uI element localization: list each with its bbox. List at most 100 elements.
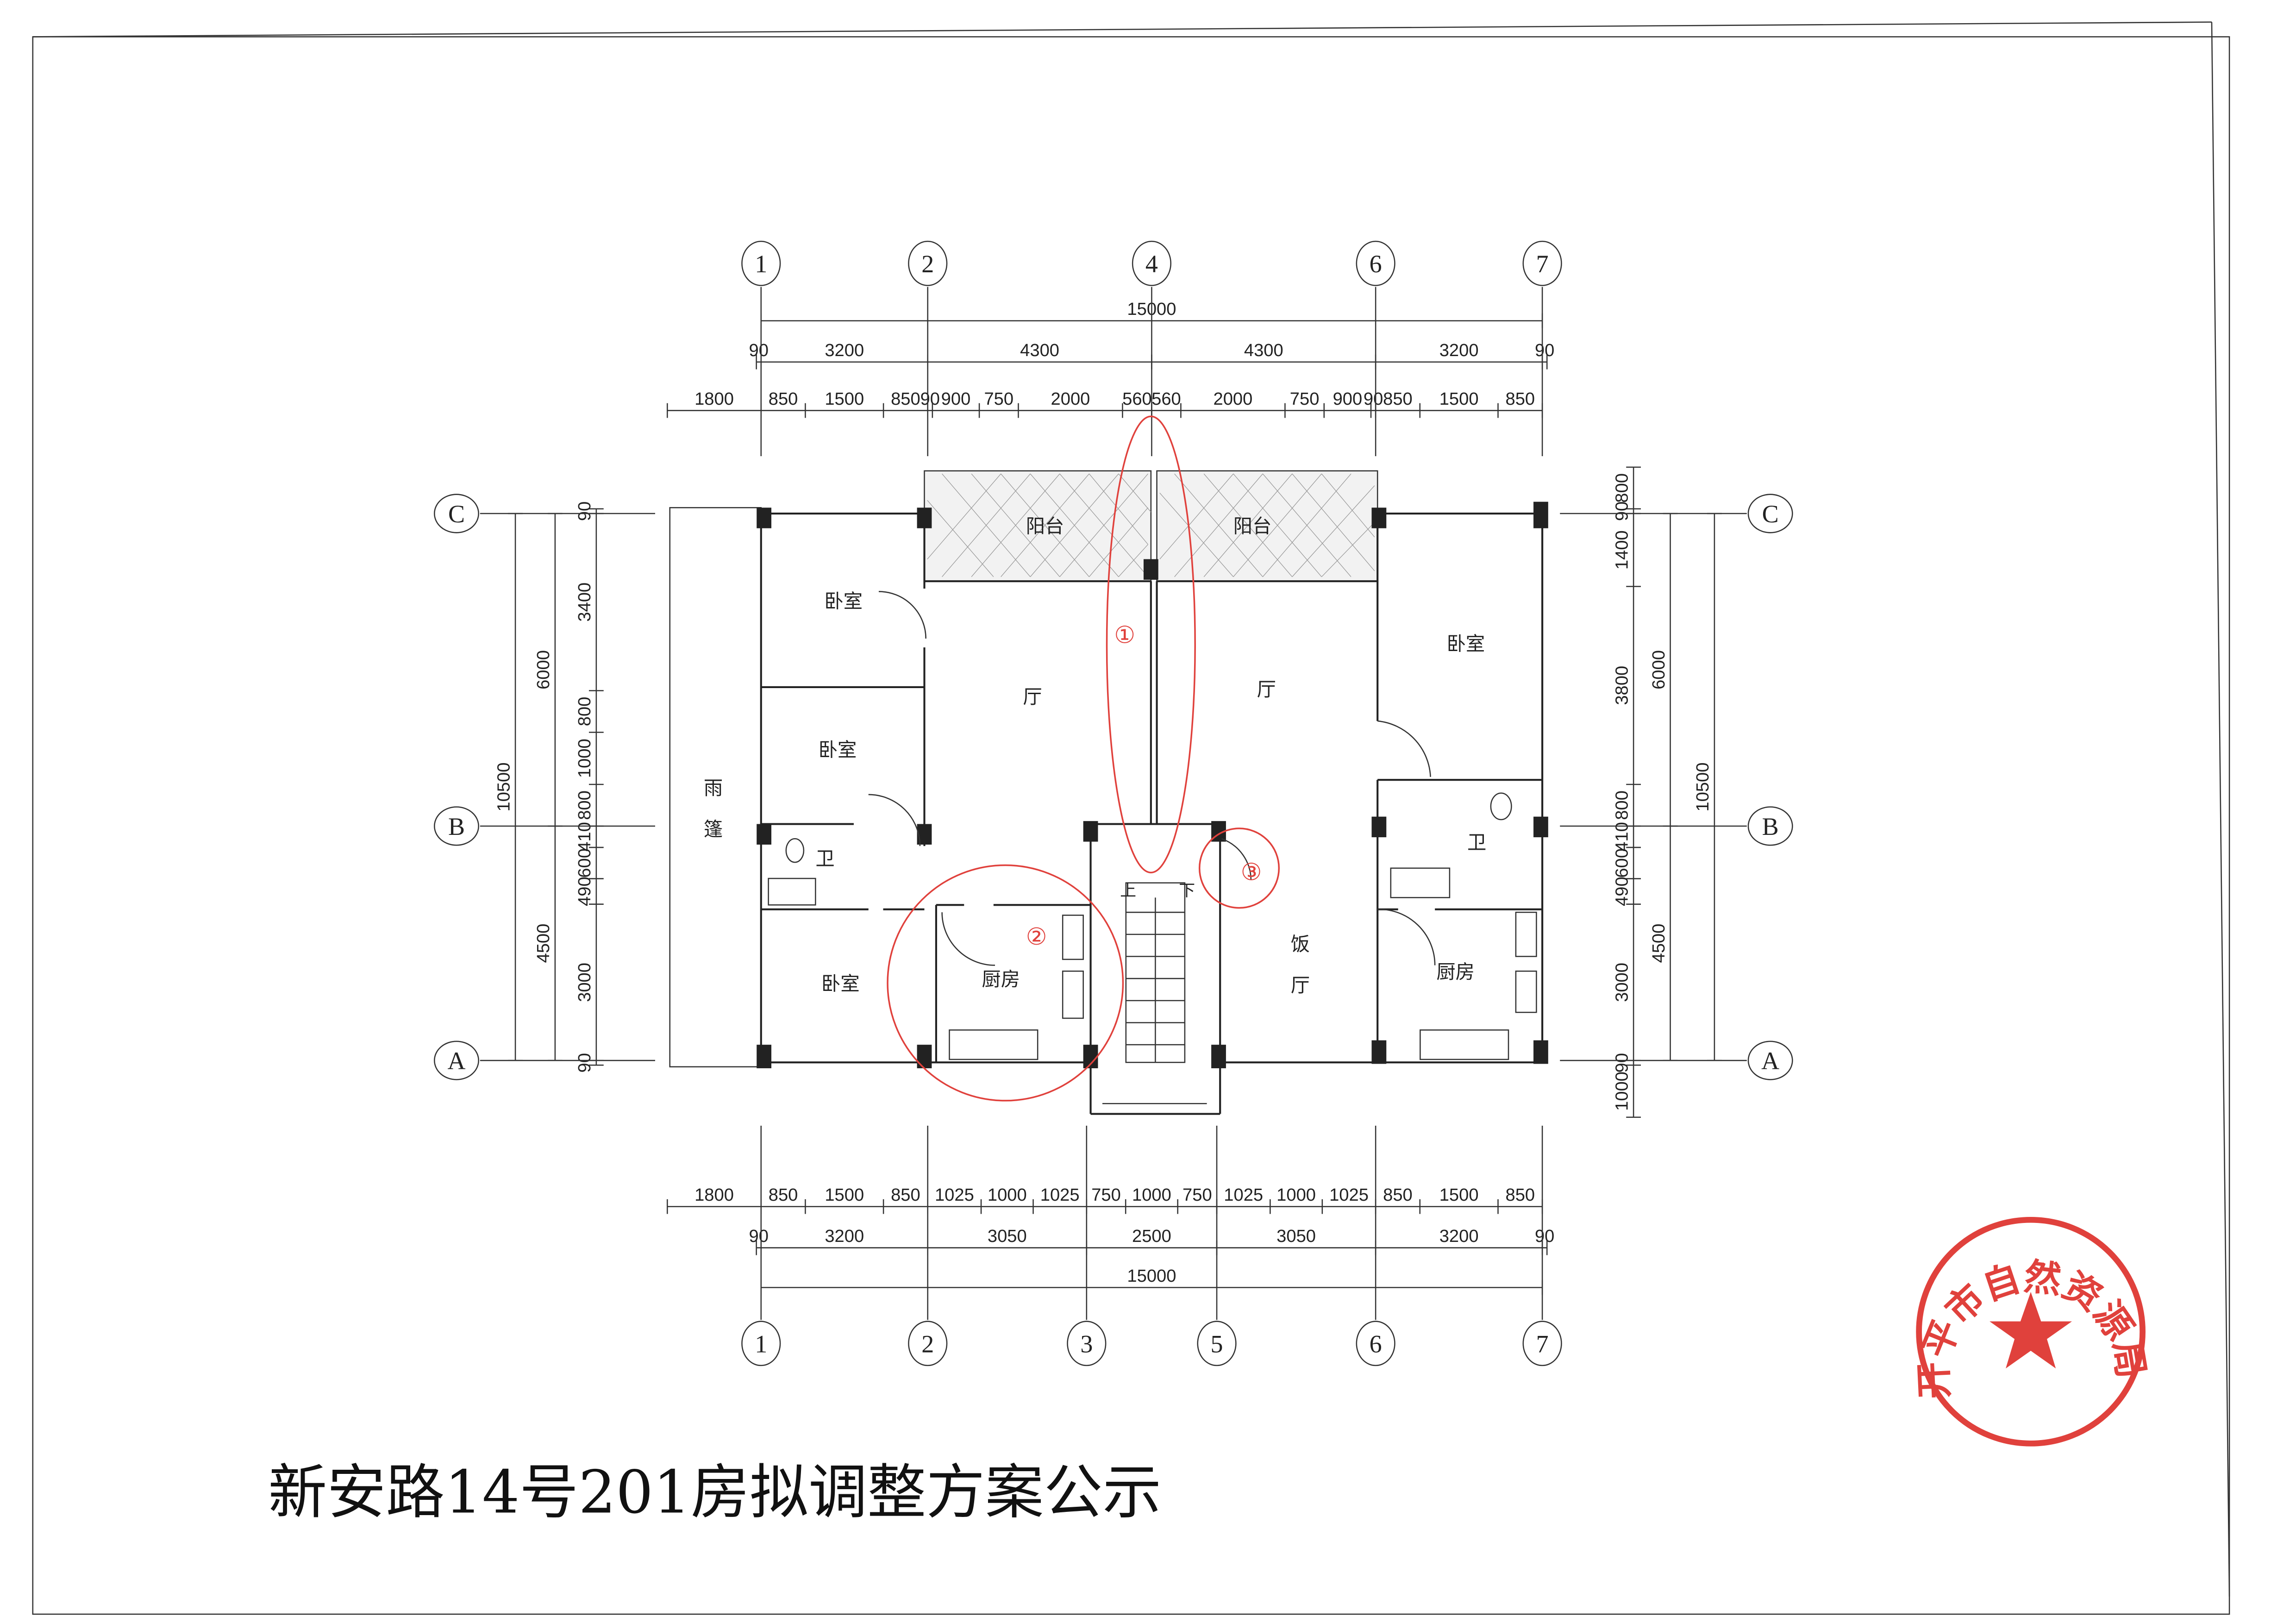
dimension-label: 90: [1612, 501, 1632, 521]
room-living-right: 厅: [1257, 678, 1276, 701]
official-stamp: 开平市自然资源局: [1911, 1216, 2154, 1447]
axis-bubble: [1522, 240, 1562, 286]
dimension-label: 850: [769, 389, 798, 409]
stair: [1102, 882, 1207, 1104]
room-canopy-1: 雨: [704, 777, 723, 799]
stair-down-label: 下: [1179, 882, 1195, 900]
dimension-label: 90: [920, 389, 940, 409]
dimension-label: 1000: [575, 739, 594, 778]
axis-label: 2: [921, 1330, 934, 1358]
dimension-label: 4300: [1244, 340, 1283, 360]
axis-bubble: [908, 1321, 948, 1366]
dimension-label: 3050: [988, 1226, 1027, 1246]
dimension-label: 1500: [1439, 1185, 1479, 1205]
axis-label: 1: [755, 1330, 767, 1358]
dimension-label: 800: [1612, 790, 1632, 820]
axis-bubble: [741, 1321, 781, 1366]
dimension-label: 90: [575, 501, 594, 521]
dimension-label: 850: [891, 1185, 920, 1205]
axis-bubble: [1067, 1321, 1107, 1366]
dimension-label: 800: [575, 790, 594, 820]
dimension-label: 750: [1182, 1185, 1212, 1205]
fixtures: [768, 792, 1537, 1060]
dimension-label: 1500: [825, 1185, 864, 1205]
axis-label: 7: [1536, 1330, 1549, 1358]
axis-label: B: [448, 813, 465, 840]
dimension-label: 800: [575, 697, 594, 727]
axis-bubble: [1522, 1321, 1562, 1366]
dimension-label: 1400: [1612, 530, 1632, 570]
dimension-label: 2000: [1051, 389, 1090, 409]
dimension-label: 800: [1612, 473, 1632, 503]
dimension-label: 560: [1122, 389, 1152, 409]
dimension-label: 1800: [694, 389, 734, 409]
axis-label: A: [1761, 1047, 1779, 1075]
dimension-label: 1025: [1329, 1185, 1369, 1205]
room-bedroom-2: 卧室: [819, 739, 857, 761]
dimension-label: 850: [1506, 389, 1535, 409]
dimension-label: 850: [1506, 1185, 1535, 1205]
axis-label: 6: [1370, 1330, 1382, 1358]
dimension-label: 1000: [1276, 1185, 1316, 1205]
dimension-label: 3200: [1439, 340, 1479, 360]
dimension-label: 2000: [1214, 389, 1253, 409]
axis-bubble: [1356, 1321, 1395, 1366]
dimension-label: 850: [769, 1185, 798, 1205]
dimension-label: 10500: [494, 763, 513, 812]
axis-label: C: [1762, 500, 1779, 528]
axis-bubble: [1747, 806, 1793, 846]
dimension-label: 90: [1535, 340, 1554, 360]
dimension-label: 2500: [1132, 1226, 1171, 1246]
axis-bubble: [1747, 494, 1793, 533]
red-markups: ① ② ③: [887, 415, 1280, 1102]
room-kitchen-right: 厨房: [1436, 961, 1475, 983]
markup-circle-3: [1198, 827, 1280, 909]
dimension-label: 3200: [825, 340, 864, 360]
dimension-label: 850: [891, 389, 920, 409]
dimension-label: 3400: [575, 583, 594, 622]
axis-label: A: [447, 1047, 465, 1075]
room-labels: 阳台 阳台 卧室 卧室 卧室 卧室 厅 厅 雨 篷 卫 卫 厨房 厨房 饭 厅 …: [704, 515, 1487, 996]
dimension-label: 90: [1535, 1226, 1554, 1246]
dimension-label: 3050: [1276, 1226, 1316, 1246]
room-bath-left: 卫: [815, 847, 834, 870]
dimension-label: 1025: [935, 1185, 974, 1205]
dimension-label: 6000: [1649, 650, 1669, 689]
axis-bubble: [908, 240, 948, 286]
dimension-label: 1500: [825, 389, 864, 409]
axis-label: 2: [921, 250, 934, 278]
dimension-label: 600: [575, 848, 594, 878]
room-kitchen-left: 厨房: [982, 968, 1020, 990]
markup-ellipse-1: [1106, 415, 1196, 874]
axis-bubble: [1197, 1321, 1237, 1366]
axis-bubble: [1356, 240, 1395, 286]
axis-label: C: [448, 500, 465, 528]
dimension-label: 4500: [1649, 924, 1669, 963]
dimension-label: 90: [1364, 389, 1383, 409]
dimension-label: 3200: [1439, 1226, 1479, 1246]
dimension-label: 1000: [1132, 1185, 1171, 1205]
markup-circle-2: [887, 864, 1124, 1102]
axis-label: 3: [1080, 1330, 1093, 1358]
dimension-label: 3800: [1612, 666, 1632, 705]
room-canopy-2: 篷: [704, 818, 723, 840]
markup-label-3: ③: [1241, 858, 1262, 885]
dimension-label: 750: [1091, 1185, 1121, 1205]
dimension-label: 6000: [533, 650, 553, 689]
dimension-label: 4300: [1020, 340, 1059, 360]
star-icon: [1989, 1292, 2072, 1369]
axis-label: 4: [1145, 250, 1158, 278]
axis-bubble: [1747, 1040, 1793, 1080]
dimension-label: 90: [1612, 1053, 1632, 1072]
dimension-label: 560: [1151, 389, 1181, 409]
dimension-label: 1025: [1224, 1185, 1263, 1205]
room-bedroom-1: 卧室: [824, 590, 863, 612]
axis-label: 5: [1211, 1330, 1223, 1358]
dimension-label: 90: [749, 1226, 768, 1246]
axis-label: B: [1762, 813, 1779, 840]
axis-label: 6: [1370, 250, 1382, 278]
dimension-label: 3200: [825, 1226, 864, 1246]
